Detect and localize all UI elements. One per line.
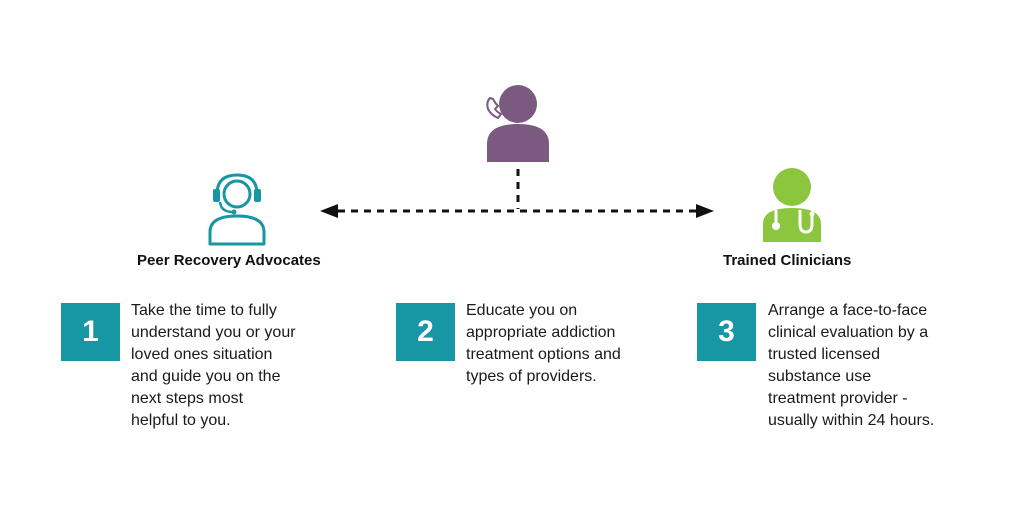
step-1-number: 1 (61, 303, 120, 361)
headset-person-icon (208, 173, 266, 246)
arrowhead-right (696, 204, 714, 218)
label-trained-clinicians: Trained Clinicians (723, 252, 852, 269)
step-2-text: Educate you on appropriate addiction tre… (466, 302, 621, 385)
arrowhead-left (320, 204, 338, 218)
step-3-text: Arrange a face-to-face clinical evaluati… (768, 302, 935, 429)
step-1-text: Take the time to fully understand you or… (131, 302, 296, 429)
step-2-number: 2 (396, 303, 455, 361)
label-peer-recovery-advocates: Peer Recovery Advocates (137, 252, 321, 269)
connector-arrow (320, 169, 714, 218)
doctor-stethoscope-icon (763, 168, 821, 242)
caller-phone-icon (486, 85, 549, 162)
step-3-number: 3 (697, 303, 756, 361)
